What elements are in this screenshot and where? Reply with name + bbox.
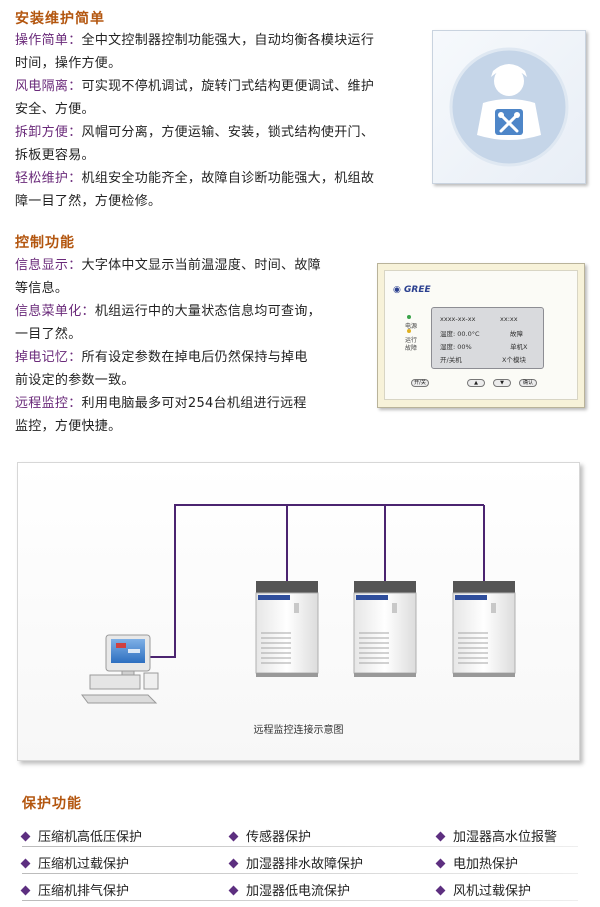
diamond-bullet-icon bbox=[435, 858, 446, 869]
controller-panel: ◉ GREE 电源 运行 故障 xxxx-xx-xx xx:xx 温度: 00.… bbox=[377, 263, 585, 408]
install-item-2: 风电隔离：可实现不停机调试，旋转门式结构更便调试、维护 安全、方便。 bbox=[15, 79, 375, 117]
ac-unit-3 bbox=[452, 581, 516, 677]
network-lines bbox=[148, 504, 485, 658]
row-divider bbox=[22, 873, 578, 874]
side-label-run: 运行 bbox=[405, 337, 418, 344]
side-label-power: 电源 bbox=[405, 323, 418, 330]
diagram-caption: 远程监控连接示意图 bbox=[253, 725, 344, 736]
protection-item: 压缩机高低压保护 bbox=[20, 826, 142, 845]
row-divider bbox=[22, 846, 578, 847]
lcd-screen: xxxx-xx-xx xx:xx 温度: 00.0°C 故障 湿度: 00% 单… bbox=[431, 307, 544, 369]
protection-item: 压缩机排气保护 bbox=[20, 880, 129, 899]
lcd-fault: 故障 bbox=[510, 330, 523, 338]
protection-item: 风机过载保护 bbox=[435, 880, 531, 899]
ac-unit-1 bbox=[255, 581, 319, 677]
remote-monitoring-diagram: 远程监控连接示意图 bbox=[17, 462, 580, 761]
up-button[interactable]: ▲ bbox=[467, 379, 485, 387]
protection-item: 压缩机过载保护 bbox=[20, 853, 129, 872]
lcd-date: xxxx-xx-xx bbox=[440, 315, 476, 323]
diamond-bullet-icon bbox=[20, 885, 31, 896]
protection-item: 传感器保护 bbox=[228, 826, 311, 845]
protection-item: 电加热保护 bbox=[435, 853, 518, 872]
protection-title: 保护功能 bbox=[22, 796, 82, 812]
lcd-modules: X个模块 bbox=[502, 356, 526, 364]
network-drawing bbox=[81, 504, 516, 704]
control-item-2: 信息菜单化：机组运行中的大量状态信息均可查询， 一目了然。 bbox=[15, 304, 321, 342]
diamond-bullet-icon bbox=[435, 885, 446, 896]
install-item-1: 操作简单：全中文控制器控制功能强大，自动均衡各模块运行 时间，操作方便。 bbox=[15, 33, 375, 71]
diamond-bullet-icon bbox=[228, 885, 239, 896]
protection-item: 加湿器高水位报警 bbox=[435, 826, 557, 845]
lcd-time: xx:xx bbox=[500, 315, 518, 323]
confirm-button[interactable]: 确认 bbox=[519, 379, 537, 387]
diamond-bullet-icon bbox=[228, 858, 239, 869]
brand-logo: ◉ GREE bbox=[393, 285, 431, 295]
side-label-fault: 故障 bbox=[405, 345, 418, 352]
run-led-icon bbox=[407, 329, 411, 333]
lcd-onoff: 开/关机 bbox=[440, 356, 462, 364]
ac-unit-2 bbox=[353, 581, 417, 677]
lcd-temperature: 温度: 00.0°C bbox=[440, 330, 480, 338]
control-item-4: 远程监控：利用电脑最多可对254台机组进行远程 监控，方便快捷。 bbox=[15, 396, 307, 434]
protection-item: 加湿器低电流保护 bbox=[228, 880, 350, 899]
down-button[interactable]: ▼ bbox=[493, 379, 511, 387]
install-item-4: 轻松维护：机组安全功能齐全，故障自诊断功能强大，机组故 障一目了然，方便检修。 bbox=[15, 171, 375, 209]
control-item-1: 信息显示：大字体中文显示当前温湿度、时间、故障 等信息。 bbox=[15, 258, 321, 296]
diamond-bullet-icon bbox=[228, 831, 239, 842]
diamond-bullet-icon bbox=[20, 858, 31, 869]
control-item-3: 掉电记忆：所有设定参数在掉电后仍然保持与掉电 前设定的参数一致。 bbox=[15, 350, 308, 388]
control-title: 控制功能 bbox=[15, 235, 75, 251]
protection-item: 加湿器排水故障保护 bbox=[228, 853, 363, 872]
onoff-button[interactable]: 开/关 bbox=[411, 379, 429, 387]
lcd-unit: 单机X bbox=[510, 343, 528, 351]
install-title: 安装维护简单 bbox=[15, 11, 105, 27]
maintenance-icon-card bbox=[432, 30, 586, 184]
controller-face: ◉ GREE 电源 运行 故障 xxxx-xx-xx xx:xx 温度: 00.… bbox=[384, 270, 578, 400]
lcd-humidity: 湿度: 00% bbox=[440, 343, 472, 351]
computer-icon bbox=[81, 634, 159, 704]
power-led-icon bbox=[407, 315, 411, 319]
diamond-bullet-icon bbox=[20, 831, 31, 842]
technician-icon bbox=[449, 47, 569, 167]
install-item-3: 拆卸方便：风帽可分离，方便运输、安装，锁式结构使开门、 拆板更容易。 bbox=[15, 125, 375, 163]
row-divider bbox=[22, 900, 578, 901]
diamond-bullet-icon bbox=[435, 831, 446, 842]
